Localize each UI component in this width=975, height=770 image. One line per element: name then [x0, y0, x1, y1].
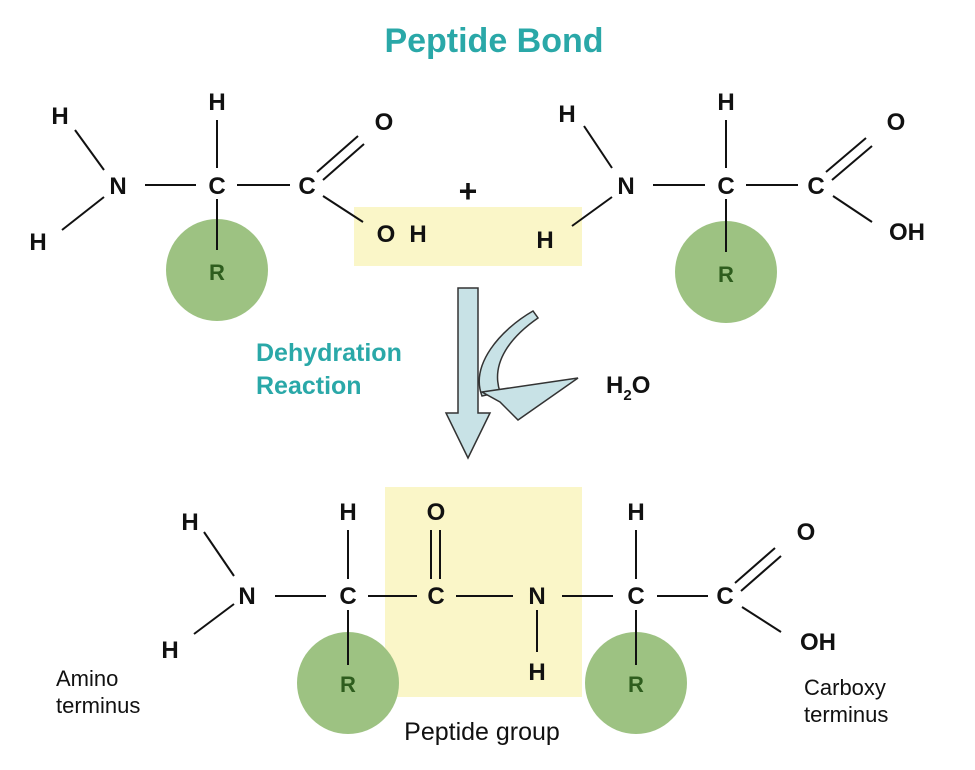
atom-h: H	[528, 659, 545, 686]
down-arrow-icon	[444, 287, 492, 460]
atom-c: C	[716, 583, 733, 610]
hydroxyl-oh: OH	[889, 219, 925, 246]
diagram-title: Peptide Bond	[384, 22, 603, 60]
side-chain-r: R	[628, 672, 644, 697]
hydroxyl-oh: OH	[800, 629, 836, 656]
atom-n: N	[528, 583, 545, 610]
atom-c: C	[627, 583, 644, 610]
water-removal-highlight	[354, 207, 582, 266]
atom-n: N	[109, 173, 126, 200]
amino-acid-2: H H N H C C O OH R	[536, 89, 925, 287]
atom-c: C	[807, 173, 824, 200]
atom-c: C	[339, 583, 356, 610]
peptide-group-label: Peptide group	[404, 718, 560, 746]
atom-h: H	[536, 227, 553, 254]
amino-terminus-label-line1: Amino	[56, 666, 118, 691]
reaction-arrow	[444, 287, 579, 460]
atom-o: O	[797, 519, 816, 546]
atom-h: H	[339, 499, 356, 526]
dipeptide: H H N H C O C N H H C C O OH R R	[161, 499, 836, 697]
atom-h: H	[181, 509, 198, 536]
side-chain-r: R	[718, 262, 734, 287]
amino-acid-1: H H N H C C O O H R	[29, 89, 426, 285]
atom-n: N	[617, 173, 634, 200]
atom-n: N	[238, 583, 255, 610]
curved-arrow-head-icon	[479, 377, 579, 421]
carboxy-terminus-label-line2: terminus	[804, 702, 888, 727]
reaction-label-line2: Reaction	[256, 372, 362, 400]
r-group-circle-4	[585, 632, 687, 734]
atom-c: C	[208, 173, 225, 200]
atom-o: O	[375, 109, 394, 136]
side-chain-r: R	[340, 672, 356, 697]
atom-h: H	[208, 89, 225, 116]
reaction-label-line1: Dehydration	[256, 339, 402, 367]
curved-arrow-icon	[478, 310, 540, 397]
r-group-circle-3	[297, 632, 399, 734]
atom-h: H	[29, 229, 46, 256]
atom-h: H	[717, 89, 734, 116]
side-chain-r: R	[209, 260, 225, 285]
atom-o: O	[377, 221, 396, 248]
atom-c: C	[298, 173, 315, 200]
water-byproduct: H2O	[606, 372, 650, 404]
atom-h: H	[161, 637, 178, 664]
atom-o: O	[427, 499, 446, 526]
atom-h: H	[51, 103, 68, 130]
atom-c: C	[427, 583, 444, 610]
r-group-circle-1	[166, 219, 268, 321]
atom-h: H	[409, 221, 426, 248]
atom-h: H	[627, 499, 644, 526]
atom-c: C	[717, 173, 734, 200]
atom-o: O	[887, 109, 906, 136]
amino-terminus-label-line2: terminus	[56, 693, 140, 718]
carboxy-terminus-label-line1: Carboxy	[804, 675, 886, 700]
r-group-circle-2	[675, 221, 777, 323]
plus-sign: +	[459, 173, 478, 209]
peptide-group-highlight	[385, 487, 582, 697]
atom-h: H	[558, 101, 575, 128]
